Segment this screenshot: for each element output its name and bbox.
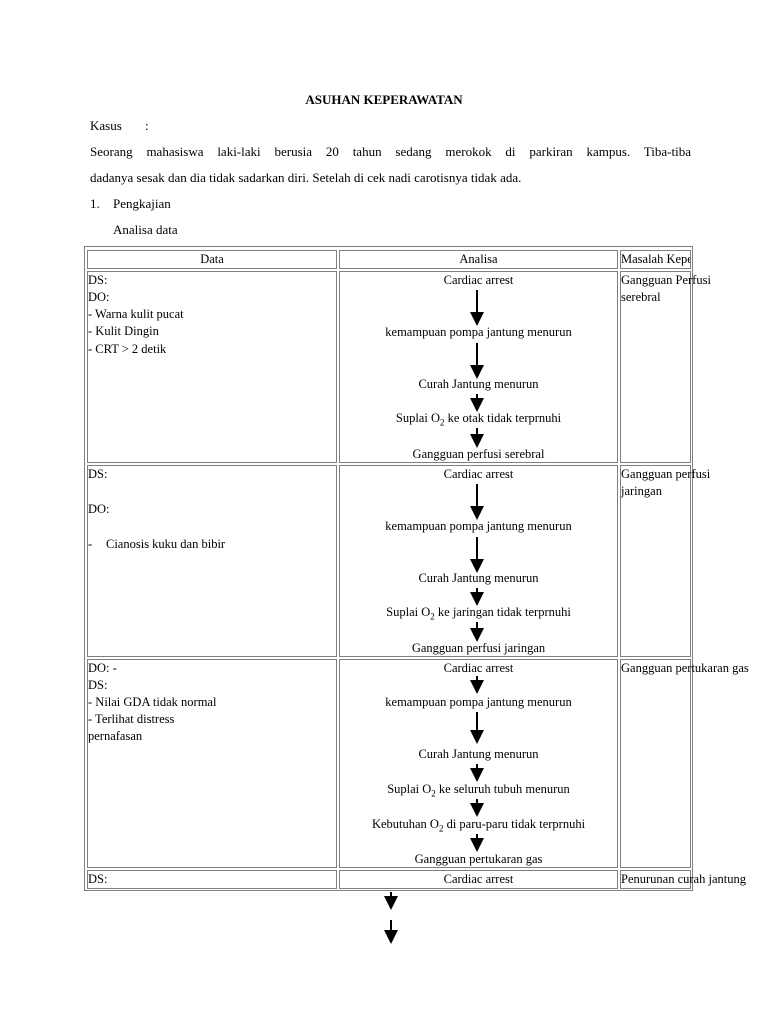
analisa-step: Gangguan perfusi jaringan xyxy=(411,641,546,655)
header-masalah-label: Masalah Keperawatan xyxy=(621,252,690,266)
analisa-step: Gangguan perfusi serebral xyxy=(412,447,545,461)
masalah-line: serebral xyxy=(621,290,661,304)
row-1-data-cell: DS: DO: - Warna kulit pucat - Kulit Ding… xyxy=(87,271,337,463)
row-2-analisa-cell: Cardiac arrest kemampuan pompa jantung m… xyxy=(339,465,618,657)
row-1-masalah-cell: Gangguan Perfusi serebral xyxy=(620,271,711,463)
row-2-masalah-cell: Gangguan perfusi jaringan xyxy=(620,465,710,657)
analisa-step: kemampuan pompa jantung menurun xyxy=(385,325,572,339)
row-1-data-line: DO: xyxy=(88,290,110,304)
masalah-line: Gangguan perfusi xyxy=(621,467,711,481)
section-number: 1. xyxy=(90,196,100,211)
row-2-data-line: DS: xyxy=(88,467,108,481)
row-1-data-line: - CRT > 2 detik xyxy=(88,342,167,356)
row-4-analisa-cell: Cardiac arrest xyxy=(339,870,618,889)
analisa-step: Cardiac arrest xyxy=(443,467,514,481)
row-4-data-cell: DS: xyxy=(87,870,337,889)
row-3-data-line: - Terlihat distress xyxy=(88,712,175,726)
analisa-step: Suplai O2 ke seluruh tubuh menurun xyxy=(387,782,570,799)
case-description-line-2: dadanya sesak dan dia tidak sadarkan dir… xyxy=(90,170,522,185)
row-3-data-line: pernafasan xyxy=(88,729,143,743)
analisa-step: Gangguan pertukaran gas xyxy=(414,852,543,866)
analisa-step: Curah Jantung menurun xyxy=(418,747,539,761)
row-3-data-line: DS: xyxy=(88,678,108,692)
analisa-step: Cardiac arrest xyxy=(443,872,514,886)
analisa-step: Cardiac arrest xyxy=(443,273,514,287)
row-1-data-line: DS: xyxy=(88,273,108,287)
row-3-data-line: - Nilai GDA tidak normal xyxy=(88,695,217,709)
analysis-table: Data Analisa Masalah Keperawatan DS: DO:… xyxy=(84,246,749,891)
row-1-analisa-cell: Cardiac arrest kemampuan pompa jantung m… xyxy=(339,271,618,463)
section-title: Pengkajian xyxy=(113,196,171,211)
analisa-step: Curah Jantung menurun xyxy=(418,571,539,585)
analisa-step: kemampuan pompa jantung menurun xyxy=(385,519,572,533)
row-4-data-line: DS: xyxy=(88,872,108,886)
masalah-line: Gangguan Perfusi xyxy=(621,273,711,287)
row-2-data-line: DO: xyxy=(88,502,110,516)
row-2-data-line: Cianosis kuku dan bibir xyxy=(106,537,226,551)
analisa-step: Kebutuhan O2 di paru-paru tidak terprnuh… xyxy=(371,817,586,834)
kasus-label: Kasus xyxy=(90,118,122,133)
kasus-colon: : xyxy=(145,118,149,133)
document-title: ASUHAN KEPERAWATAN xyxy=(305,92,463,107)
analisa-step: Curah Jantung menurun xyxy=(418,377,539,391)
row-4-masalah-cell: Penurunan curah jantung xyxy=(620,870,746,889)
analisa-step: kemampuan pompa jantung menurun xyxy=(385,695,572,709)
analisa-step: Suplai O2 ke otak tidak terprnuhi xyxy=(395,411,562,428)
analisa-step: Suplai O2 ke jaringan tidak terprnuhi xyxy=(386,605,571,622)
row-1-data-line: - Kulit Dingin xyxy=(88,324,159,338)
header-masalah: Masalah Keperawatan xyxy=(620,250,691,269)
analisa-step: Cardiac arrest xyxy=(443,661,514,675)
case-description-line-1: Seorang mahasiswa laki-laki berusia 20 t… xyxy=(90,144,691,159)
row-2-data-cell: DS: DO: - Cianosis kuku dan bibir xyxy=(87,465,337,657)
row-3-analisa-cell: Cardiac arrest kemampuan pompa jantung m… xyxy=(339,659,618,868)
masalah-line: jaringan xyxy=(621,484,662,498)
row-1-data-line: - Warna kulit pucat xyxy=(88,307,184,321)
header-data: Data xyxy=(87,250,337,269)
row-3-data-line: DO: - xyxy=(88,661,117,675)
subsection-title: Analisa data xyxy=(113,222,178,237)
row-3-data-cell: DO: - DS: - Nilai GDA tidak normal - Ter… xyxy=(87,659,337,868)
row-2-data-bullet: - xyxy=(88,537,93,551)
masalah-line: Penurunan curah jantung xyxy=(621,872,746,886)
row-3-masalah-cell: Gangguan pertukaran gas xyxy=(620,659,749,868)
header-analisa: Analisa xyxy=(339,250,618,269)
masalah-line: Gangguan pertukaran gas xyxy=(621,661,749,675)
